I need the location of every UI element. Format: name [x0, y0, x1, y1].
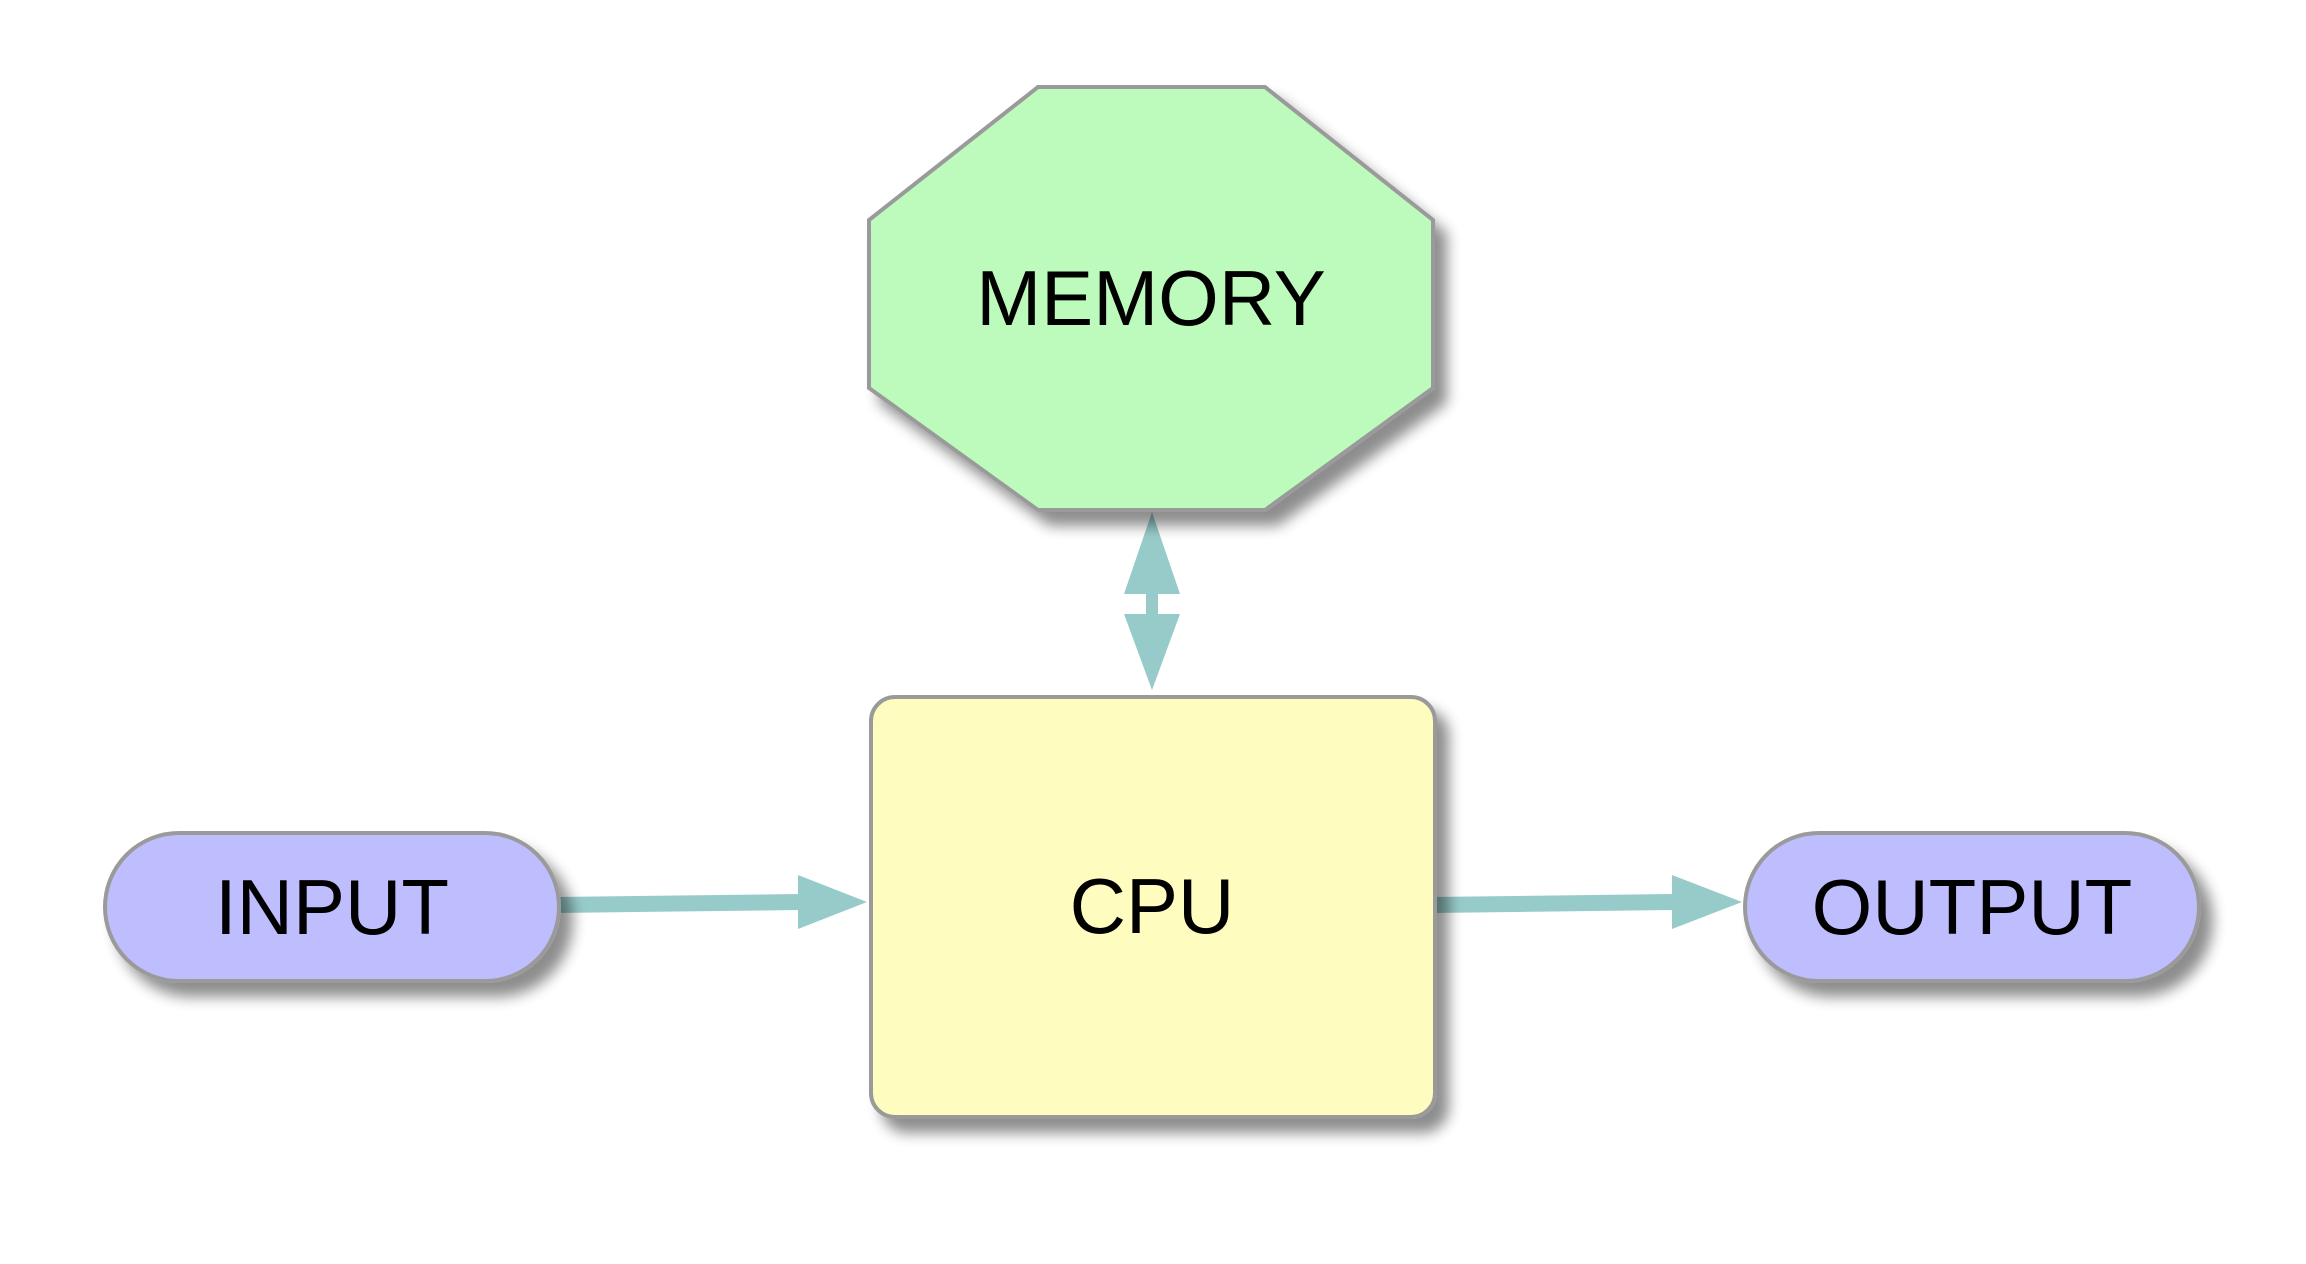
- memory-node[interactable]: MEMORY: [867, 85, 1435, 512]
- edge-input-cpu-arrowhead: [798, 875, 867, 929]
- edge-memory-cpu-arrowhead-down: [1124, 614, 1180, 690]
- output-label: OUTPUT: [1812, 863, 2133, 951]
- nodes: MEMORY CPU INPUT OUTPUT: [103, 85, 2201, 1119]
- input-pill-shape: [103, 831, 561, 983]
- cpu-label: CPU: [1070, 862, 1235, 950]
- edge-memory-cpu-arrowhead-up: [1124, 512, 1180, 594]
- output-node[interactable]: OUTPUT: [1743, 831, 2201, 983]
- edge-memory-cpu-bidirectional: [1124, 512, 1180, 690]
- memory-label: MEMORY: [976, 254, 1326, 342]
- edge-cpu-to-output: [1424, 875, 1742, 929]
- output-pill-shape: [1743, 831, 2201, 983]
- input-label: INPUT: [215, 863, 449, 951]
- edge-input-cpu-line: [547, 894, 808, 913]
- cpu-node[interactable]: CPU: [869, 695, 1437, 1119]
- edge-cpu-output-arrowhead: [1672, 875, 1742, 929]
- edge-cpu-output-line: [1424, 894, 1682, 913]
- input-node[interactable]: INPUT: [103, 831, 561, 983]
- memory-octagon-shape: [867, 85, 1435, 512]
- cpu-rect-shape: [869, 695, 1437, 1119]
- edge-input-to-cpu: [547, 875, 867, 929]
- edges: [547, 512, 1742, 929]
